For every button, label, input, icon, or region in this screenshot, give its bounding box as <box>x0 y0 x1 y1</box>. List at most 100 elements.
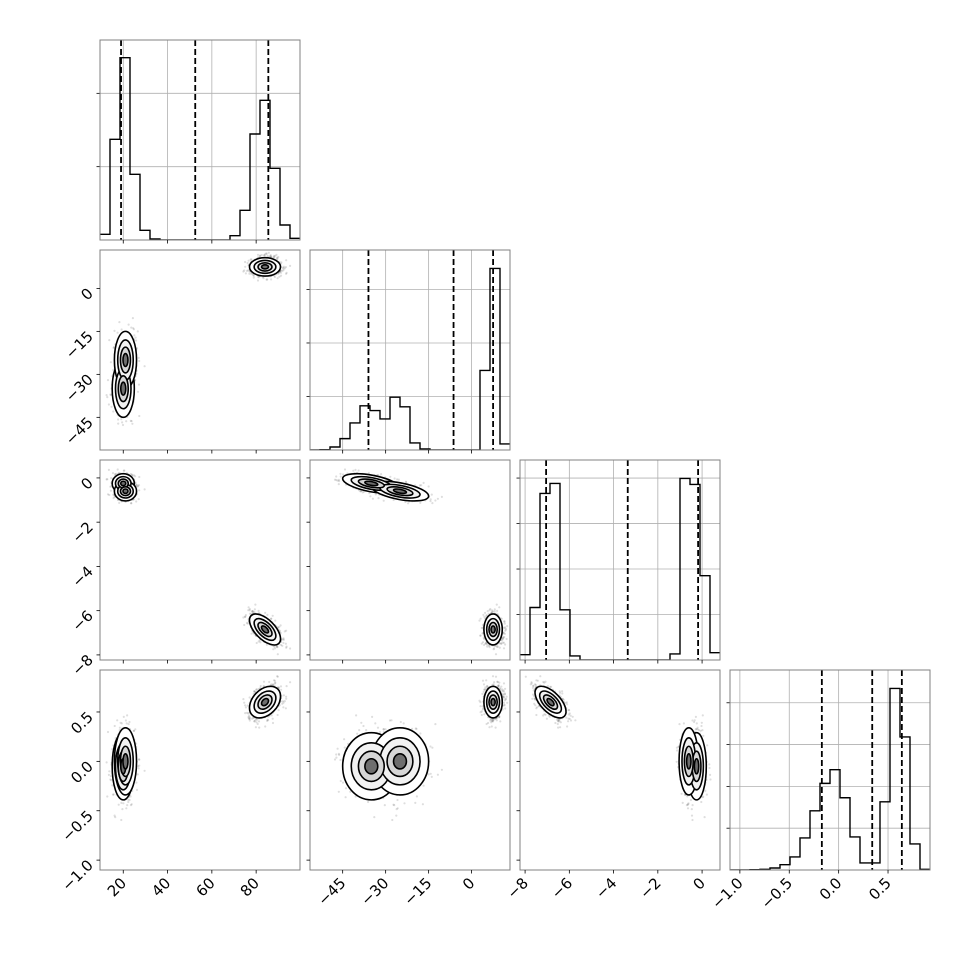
scatter-point <box>423 482 425 484</box>
histogram-bar <box>560 610 570 660</box>
scatter-point <box>110 477 112 479</box>
scatter-point <box>504 643 506 645</box>
scatter-point <box>108 339 110 341</box>
scatter-point <box>243 624 245 626</box>
scatter-point <box>130 327 132 329</box>
scatter-point <box>130 502 132 504</box>
scatter-point <box>256 642 258 644</box>
scatter-point <box>338 483 340 485</box>
scatter-point <box>282 267 284 269</box>
scatter-point <box>268 252 270 254</box>
scatter-point <box>254 608 256 610</box>
scatter-point <box>503 647 505 649</box>
scatter-point <box>354 469 356 471</box>
scatter-point <box>117 332 119 334</box>
y-tick-label: 0 <box>77 474 96 493</box>
scatter-point <box>503 632 505 634</box>
density-contour <box>262 265 269 269</box>
histogram-bar <box>370 411 380 450</box>
scatter-point <box>117 418 119 420</box>
scatter-point <box>247 262 249 264</box>
scatter-point <box>280 261 282 263</box>
histogram-bar <box>500 444 510 450</box>
scatter-point <box>254 604 256 606</box>
scatter-point <box>272 615 274 617</box>
scatter-point <box>375 493 377 495</box>
scatter-point <box>483 644 485 646</box>
scatter-point <box>264 612 266 614</box>
histogram-bar <box>140 230 150 240</box>
scatter-point <box>267 255 269 257</box>
histogram-panel-3 <box>517 460 721 664</box>
histogram-panel-2 <box>307 250 511 454</box>
scatter-point <box>262 277 264 279</box>
scatter-point <box>257 254 259 256</box>
scatter-point <box>498 606 500 608</box>
scatter-point <box>482 614 484 616</box>
scatter-point <box>113 330 115 332</box>
scatter-point <box>108 403 110 405</box>
scatter-point <box>389 476 391 478</box>
scatter-point <box>277 653 279 655</box>
scatter-point <box>108 494 110 496</box>
scatter-point <box>396 478 398 480</box>
scatter-point <box>250 633 252 635</box>
histogram-bar <box>380 419 390 450</box>
scatter-point <box>494 610 496 612</box>
scatter-point <box>482 641 484 643</box>
scatter-point <box>344 468 346 470</box>
y-tick-label: −2 <box>68 518 96 546</box>
scatter-point <box>243 269 245 271</box>
panel-content <box>520 460 720 660</box>
scatter-point <box>372 498 374 500</box>
scatter-point <box>137 330 139 332</box>
scatter-point <box>272 648 274 650</box>
scatter-point <box>284 630 286 632</box>
scatter-point <box>377 497 379 499</box>
scatter-point <box>504 626 506 628</box>
density-contour <box>121 382 126 395</box>
scatter-point <box>121 421 123 423</box>
histogram-bar <box>400 407 410 450</box>
scatter-point <box>484 612 486 614</box>
scatter-point <box>270 278 272 280</box>
scatter-point <box>266 253 268 255</box>
scatter-point <box>335 479 337 481</box>
scatter-point <box>107 379 109 381</box>
scatter-point <box>289 265 291 267</box>
scatter-point <box>247 623 249 625</box>
histogram-bar <box>520 655 530 660</box>
histogram-bar <box>280 225 290 240</box>
scatter-point <box>121 328 123 330</box>
histogram-bar <box>250 134 260 240</box>
scatter-point <box>282 642 284 644</box>
scatter-point <box>407 502 409 504</box>
scatter-point <box>503 642 505 644</box>
scatter-point <box>489 608 491 610</box>
scatter-point <box>138 476 140 478</box>
density-contour <box>121 481 126 485</box>
scatter-point <box>280 644 282 646</box>
panel-content <box>106 252 292 426</box>
scatter-point <box>266 278 268 280</box>
scatter-point <box>496 604 498 606</box>
scatter-point <box>248 260 250 262</box>
scatter-point <box>135 500 137 502</box>
scatter-point <box>284 267 286 269</box>
scatter-point <box>112 472 114 474</box>
scatter-point <box>478 620 480 622</box>
scatter-point <box>125 420 127 422</box>
scatter-point <box>118 321 120 323</box>
scatter-point <box>108 469 110 471</box>
scatter-point <box>504 623 506 625</box>
scatter-point <box>131 423 133 425</box>
scatter-point <box>106 394 108 396</box>
panel-content <box>106 468 292 655</box>
histogram-bar <box>110 139 120 240</box>
scatter-point <box>428 485 430 487</box>
histogram-panel-1 <box>97 40 301 244</box>
scatter-point <box>338 479 340 481</box>
histogram-bar <box>100 234 110 240</box>
scatter-point <box>106 478 108 480</box>
